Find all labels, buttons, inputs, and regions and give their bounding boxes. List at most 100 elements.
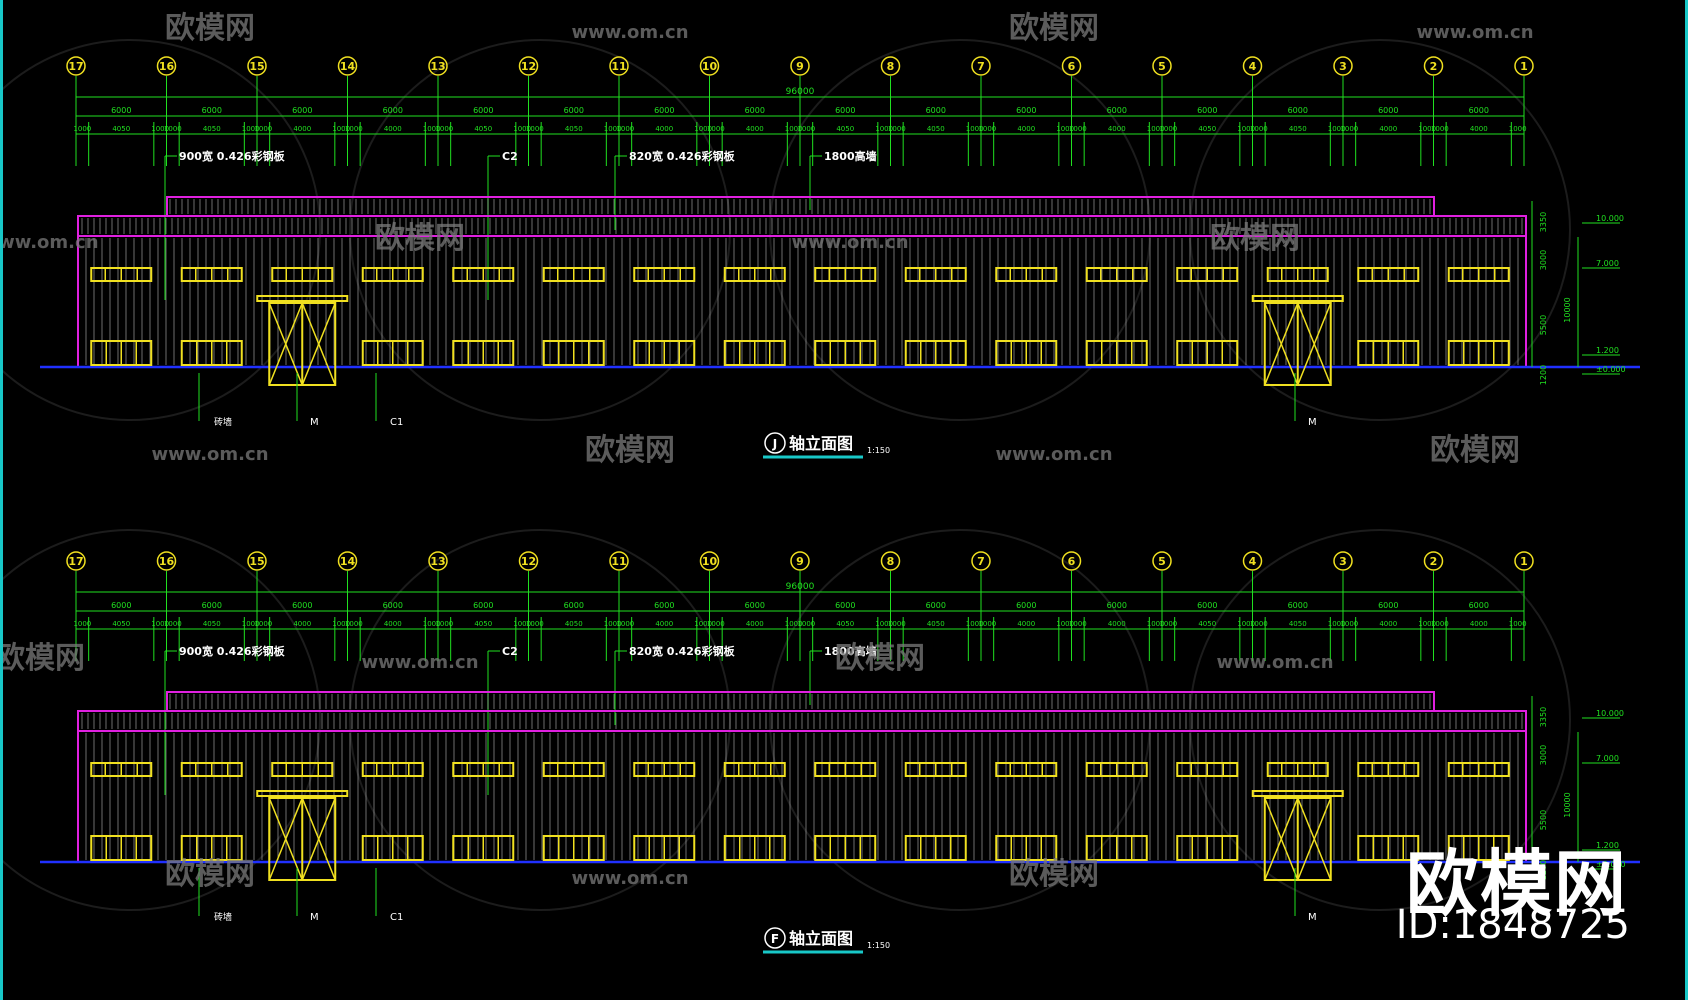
axis-bubble-11 — [609, 56, 629, 76]
door-brace — [1297, 797, 1332, 881]
axis-label-16: 16 — [159, 60, 175, 73]
callout-panel-900: 900宽 0.426彩钢板 — [179, 644, 286, 658]
bay-dimension-text: 6000 — [654, 601, 674, 610]
axis-label-1: 1 — [1520, 555, 1528, 568]
bay-dimension-text: 6000 — [835, 601, 855, 610]
label-m-left: M — [310, 417, 319, 428]
sub-dimension-text: 1000 — [1328, 620, 1346, 628]
watermark-url: www.om.cn — [995, 444, 1112, 465]
watermark-brand: 欧模网 — [835, 641, 925, 676]
side-dimension-text: 5500 — [1539, 810, 1548, 830]
sub-dimension-text: 4000 — [1108, 620, 1126, 628]
bay-dimension-text: 6000 — [926, 106, 946, 115]
sub-dimension-text: 1000 — [888, 620, 906, 628]
sub-dimension-text: 1000 — [966, 125, 984, 133]
title-axis-top: J — [772, 437, 777, 451]
axis-bubble-6 — [1061, 56, 1082, 76]
sub-dimension-text: 1000 — [1159, 125, 1177, 133]
axis-bubble-6 — [1061, 551, 1082, 571]
axis-bubble-15 — [247, 56, 267, 76]
sub-dimension-text: 4050 — [112, 620, 130, 628]
sub-dimension-text: 4050 — [565, 125, 583, 133]
sub-dimension-text: 1000 — [345, 620, 363, 628]
door-brace — [1297, 302, 1332, 386]
label-m-left: M — [310, 912, 319, 923]
side-dimension-text: 1200 — [1539, 860, 1548, 880]
sub-dimension-text: 1000 — [694, 620, 712, 628]
brand-badge-id: ID:1848725 — [1395, 902, 1630, 948]
watermark-brand: 欧模网 — [1210, 221, 1300, 256]
bay-dimension-text: 6000 — [745, 601, 765, 610]
sub-dimension-text: 1000 — [616, 125, 634, 133]
sub-dimension-text: 1000 — [1069, 620, 1087, 628]
bay-dimension-text: 6000 — [1469, 601, 1489, 610]
sub-dimension-text: 1000 — [1509, 125, 1527, 133]
watermark-brand: 欧模网 — [1009, 11, 1099, 46]
sub-dimension-text: 1000 — [875, 125, 893, 133]
sub-dimension-text: 1000 — [242, 620, 260, 628]
axis-label-4: 4 — [1249, 60, 1257, 73]
sub-dimension-text: 4000 — [1379, 620, 1397, 628]
axis-bubble-4 — [1242, 56, 1263, 76]
sub-dimension-text: 1000 — [1431, 125, 1449, 133]
elevation-mark-text: 7.000 — [1596, 754, 1619, 763]
bay-dimension-text: 6000 — [1016, 106, 1036, 115]
sub-dimension-text: 4050 — [1289, 125, 1307, 133]
axis-label-1: 1 — [1520, 60, 1528, 73]
sub-dimension-text: 1000 — [785, 125, 803, 133]
sub-dimension-text: 1000 — [875, 620, 893, 628]
bay-dimension-text: 6000 — [1378, 601, 1398, 610]
watermark-url: www.om.cn — [1216, 652, 1333, 673]
door-canopy — [1251, 295, 1344, 302]
sub-dimension-text: 1000 — [1069, 125, 1087, 133]
callout-1800: 1800高墙 — [824, 149, 877, 163]
axis-bubble-14 — [337, 551, 358, 571]
sub-dimension-text: 4000 — [1017, 125, 1035, 133]
sub-dimension-text: 4050 — [836, 125, 854, 133]
bay-dimension-text: 6000 — [1107, 106, 1127, 115]
bay-dimension-text: 6000 — [473, 106, 493, 115]
axis-bubble-17 — [66, 56, 86, 76]
sub-dimension-text: 1000 — [151, 125, 169, 133]
sub-dimension-text: 4000 — [746, 620, 764, 628]
callout-panel-820: 820宽 0.426彩钢板 — [629, 644, 736, 658]
sub-dimension-text: 1000 — [345, 125, 363, 133]
side-dimension-text: 3000 — [1539, 250, 1548, 270]
watermark-brand: 欧模网 — [375, 221, 465, 256]
sub-dimension-text: 1000 — [978, 125, 996, 133]
bay-dimension-text: 6000 — [292, 106, 312, 115]
axis-label-17: 17 — [68, 555, 83, 568]
axis-label-4: 4 — [1249, 555, 1257, 568]
elevation-mark-text: 10.000 — [1596, 709, 1624, 718]
label-c1: C1 — [390, 417, 403, 428]
axis-label-13: 13 — [430, 60, 445, 73]
sub-dimension-text: 1000 — [513, 620, 531, 628]
bay-dimension-text: 6000 — [383, 601, 403, 610]
sub-dimension-text: 1000 — [616, 620, 634, 628]
bay-dimension-text: 6000 — [111, 601, 131, 610]
sub-dimension-text: 1000 — [526, 620, 544, 628]
axis-label-3: 3 — [1339, 60, 1347, 73]
axis-bubble-16 — [156, 56, 177, 76]
elevation-mark-text: ±0.000 — [1596, 365, 1626, 374]
sub-dimension-text: 1000 — [242, 125, 260, 133]
side-total-text: 10000 — [1563, 792, 1572, 817]
bay-dimension-text: 6000 — [1469, 106, 1489, 115]
sub-dimension-text: 1000 — [526, 125, 544, 133]
sub-dimension-text: 4000 — [655, 125, 673, 133]
door-brace — [1264, 797, 1299, 881]
axis-label-7: 7 — [977, 60, 985, 73]
axis-label-10: 10 — [702, 60, 718, 73]
door-canopy — [256, 295, 349, 302]
sub-dimension-text: 1000 — [1056, 125, 1074, 133]
sub-dimension-text: 1000 — [604, 125, 622, 133]
bay-dimension-text: 6000 — [1107, 601, 1127, 610]
door-brace — [268, 302, 303, 386]
sub-dimension-text: 4000 — [1017, 620, 1035, 628]
sub-dimension-text: 1000 — [423, 125, 441, 133]
sub-dimension-text: 1000 — [423, 620, 441, 628]
callout-panel-900: 900宽 0.426彩钢板 — [179, 149, 286, 163]
sub-dimension-text: 1000 — [1147, 620, 1165, 628]
sub-dimension-text: 1000 — [1418, 125, 1436, 133]
